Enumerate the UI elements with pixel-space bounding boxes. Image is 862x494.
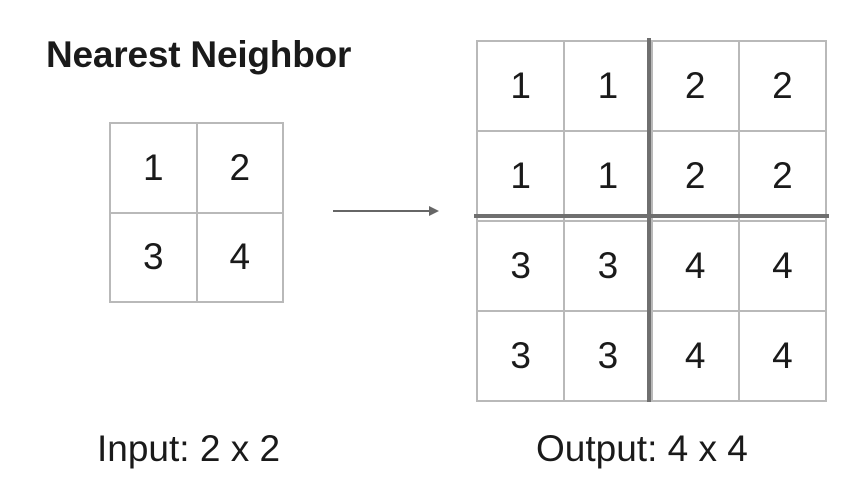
input-grid: 1 2 3 4 [109,122,284,303]
output-caption: Output: 4 x 4 [536,428,748,469]
block-divider-vertical [647,38,651,402]
output-cell: 2 [739,42,827,132]
output-cell: 3 [565,222,653,312]
arrow-right-icon [333,206,439,216]
output-cell: 3 [478,222,566,312]
input-caption: Input: 2 x 2 [97,428,281,469]
input-cell: 3 [111,213,198,303]
output-grid: 1 1 2 2 1 1 2 2 3 3 4 4 3 3 4 4 [476,40,827,402]
output-cell: 3 [565,312,653,402]
input-cell: 1 [111,124,198,214]
output-cell: 2 [652,42,740,132]
output-cell: 4 [739,222,827,312]
diagram-title: Nearest Neighbor [46,34,352,75]
input-cell: 4 [197,213,284,303]
input-cell: 2 [197,124,284,214]
block-divider-horizontal [474,214,829,218]
output-cell: 4 [652,312,740,402]
output-cell: 1 [565,132,653,222]
output-cell: 1 [478,132,566,222]
output-cell: 4 [739,312,827,402]
output-cell: 1 [478,42,566,132]
output-cell: 4 [652,222,740,312]
output-cell: 1 [565,42,653,132]
output-cell: 2 [739,132,827,222]
output-cell: 3 [478,312,566,402]
output-cell: 2 [652,132,740,222]
